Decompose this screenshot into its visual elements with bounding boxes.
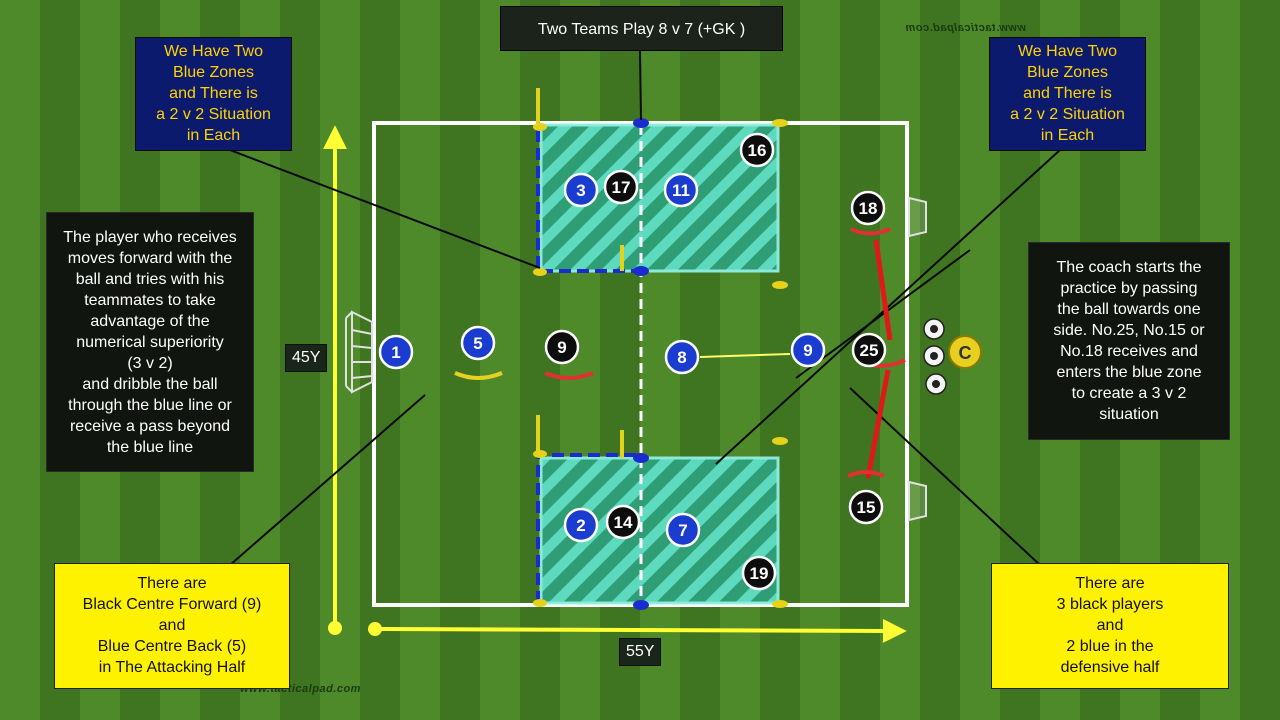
note-line: Black Centre Forward (9) [82, 596, 262, 613]
coach-marker: C [948, 335, 982, 369]
note-line: a 2 v 2 Situation [1010, 106, 1125, 123]
note-line: Blue Zones [1027, 64, 1108, 81]
note-line: 3 black players [1056, 596, 1164, 613]
blue-player-9: 9 [790, 332, 826, 368]
coach-label: C [959, 343, 972, 363]
player-number: 19 [750, 564, 769, 583]
note-line: receive a pass beyond [69, 418, 231, 435]
black-player-9: 9 [544, 329, 580, 365]
note-line: teammates to take [84, 292, 216, 309]
black-player-18: 18 [850, 190, 886, 226]
note-line: The player who receives [63, 229, 237, 246]
player-number: 11 [672, 181, 690, 200]
player-number: 9 [803, 341, 812, 360]
note-line: and [158, 617, 186, 634]
note-line: (3 v 2) [127, 355, 173, 372]
ball-icon [923, 345, 945, 367]
note-line: There are [137, 575, 207, 592]
note-line: to create a 3 v 2 [1071, 385, 1187, 402]
note-line: side. No.25, No.15 or [1053, 322, 1205, 339]
note-line: No.18 receives and [1060, 343, 1198, 360]
note-line: enters the blue zone [1056, 364, 1202, 381]
note-line: a 2 v 2 Situation [156, 106, 271, 123]
note-line: Blue Zones [173, 64, 254, 81]
note-blue-zones-left: We Have Two Blue Zones and There is a 2 … [135, 37, 292, 151]
player-number: 16 [748, 141, 767, 160]
note-line: practice by passing [1060, 280, 1198, 297]
note-blue-zones-right: We Have Two Blue Zones and There is a 2 … [989, 37, 1146, 151]
note-line: numerical superiority [76, 334, 224, 351]
player-number: 25 [860, 341, 879, 360]
blue-player-1: 1 [378, 334, 414, 370]
blue-player-2: 2 [563, 507, 599, 543]
ball-icon [925, 373, 947, 395]
black-player-17: 17 [603, 169, 639, 205]
cones [533, 88, 788, 608]
note-line: in The Attacking Half [98, 659, 246, 676]
blue-line-top [536, 130, 641, 273]
drill-title: Two Teams Play 8 v 7 (+GK ) [500, 6, 783, 51]
goal-right-bottom [908, 480, 927, 522]
note-line: and There is [1023, 85, 1112, 102]
note-attacking-half: There are Black Centre Forward (9) and B… [54, 563, 290, 689]
player-number: 14 [614, 513, 633, 532]
note-line: in Each [186, 127, 241, 144]
goal-right-top [908, 196, 927, 238]
player-number: 17 [612, 178, 631, 197]
height-dimension-label: 45Y [285, 344, 328, 372]
blue-player-5: 5 [460, 325, 496, 361]
player-number: 9 [557, 338, 566, 357]
note-line: the ball towards one [1057, 301, 1201, 318]
blue-player-3: 3 [563, 172, 599, 208]
player-number: 5 [473, 334, 482, 353]
watermark-top: www.tacticalpad.com [905, 22, 1026, 34]
note-defensive-half: There are 3 black players and 2 blue in … [991, 563, 1229, 689]
note-line: The coach starts the [1056, 259, 1202, 276]
blue-markers [633, 118, 649, 610]
player-number: 2 [576, 516, 585, 535]
note-line: defensive half [1060, 659, 1160, 676]
note-line: the blue line [106, 439, 194, 456]
blue-player-8: 8 [664, 339, 700, 375]
blue-player-7: 7 [665, 512, 701, 548]
player-number: 18 [859, 199, 878, 218]
ball-icon [923, 318, 945, 340]
note-line: There are [1075, 575, 1145, 592]
note-line: and [1096, 617, 1124, 634]
note-line: ball and tries with his [75, 271, 225, 288]
width-dimension-label: 55Y [619, 638, 662, 666]
black-player-25: 25 [851, 332, 887, 368]
note-line: in Each [1040, 127, 1095, 144]
note-line: We Have Two [1017, 43, 1117, 60]
note-line: through the blue line or [68, 397, 232, 414]
black-player-19: 19 [741, 555, 777, 591]
player-number: 3 [576, 181, 585, 200]
player-number: 8 [677, 348, 686, 367]
blue-player-11: 11 [663, 172, 699, 208]
note-line: We Have Two [163, 43, 263, 60]
player-number: 7 [678, 521, 687, 540]
note-line: moves forward with the [67, 250, 233, 267]
black-player-15: 15 [848, 489, 884, 525]
player-number: 1 [391, 343, 400, 362]
player-number: 15 [857, 498, 876, 517]
note-line: and dribble the ball [82, 376, 218, 393]
width-arrow [374, 618, 907, 643]
note-receiver: The player who receives moves forward wi… [46, 212, 254, 472]
note-line: Blue Centre Back (5) [97, 638, 247, 655]
goal-left [345, 310, 373, 394]
black-player-16: 16 [739, 132, 775, 168]
note-coach: The coach starts the practice by passing… [1028, 242, 1230, 440]
black-player-14: 14 [605, 504, 641, 540]
note-line: 2 blue in the [1066, 638, 1154, 655]
note-line: and There is [169, 85, 258, 102]
note-line: situation [1099, 406, 1159, 423]
note-line: advantage of the [90, 313, 210, 330]
